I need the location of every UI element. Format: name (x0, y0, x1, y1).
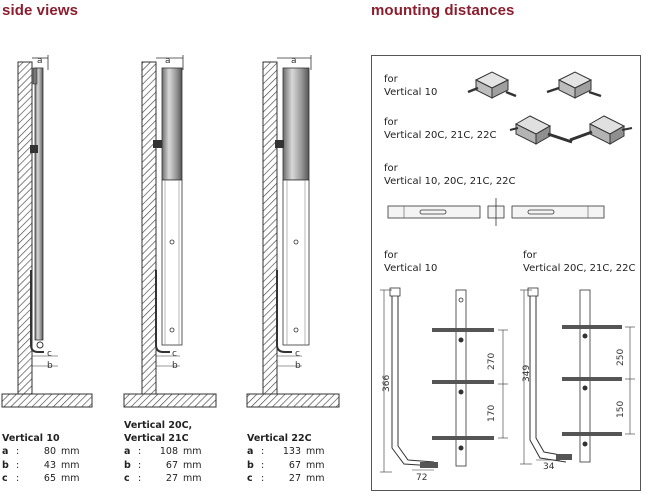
model-name: Vertical 22C (247, 433, 312, 444)
svg-text:c: c (295, 349, 300, 359)
mounting-drawing-vertical-10: 366 270 170 72 (380, 287, 508, 483)
svg-text:150: 150 (616, 401, 626, 418)
svg-text:c: c (172, 349, 177, 359)
mounting-distances-heading: mounting distances (371, 2, 515, 19)
mounting-distances-box (371, 55, 641, 491)
svg-text:270: 270 (487, 353, 497, 370)
svg-text:34: 34 (543, 462, 555, 472)
svg-text:b: b (172, 361, 178, 371)
bracket-label-vertical-20c: for Vertical 20C, 21C, 22C (384, 117, 497, 141)
svg-text:b: b (47, 361, 53, 371)
model-name-line-2: Vertical 21C (124, 433, 189, 444)
drawing-label-vertical-10: for Vertical 10 (384, 250, 438, 274)
side-views-heading: side views (2, 2, 79, 19)
mounting-rail (387, 198, 605, 226)
svg-text:a: a (291, 56, 297, 66)
side-view-vertical-22c: a c b (246, 55, 340, 408)
bracket-label-vertical-10: for Vertical 10 (384, 74, 438, 98)
rail-label: for Vertical 10, 20C, 21C, 22C (384, 163, 516, 187)
svg-text:170: 170 (487, 405, 497, 422)
svg-text:366: 366 (382, 375, 392, 392)
svg-text:349: 349 (522, 365, 532, 382)
svg-text:250: 250 (616, 349, 626, 366)
svg-text:72: 72 (416, 473, 427, 483)
bracket-pair-vertical-10 (467, 71, 602, 99)
bracket-pair-vertical-20c (509, 115, 633, 145)
svg-text:b: b (295, 361, 301, 371)
dim-a-label: a (37, 56, 43, 66)
svg-text:c: c (47, 349, 52, 359)
side-view-vertical-20c-21c: a c b (123, 55, 217, 408)
mounting-drawing-vertical-20c: 349 250 150 34 (520, 287, 635, 472)
model-name: Vertical 10 (2, 433, 60, 444)
side-view-vertical-10: a c b (1, 55, 93, 408)
drawing-label-vertical-20c: for Vertical 20C, 21C, 22C (523, 250, 636, 274)
svg-text:a: a (165, 56, 171, 66)
model-name: Vertical 20C, (124, 420, 193, 431)
